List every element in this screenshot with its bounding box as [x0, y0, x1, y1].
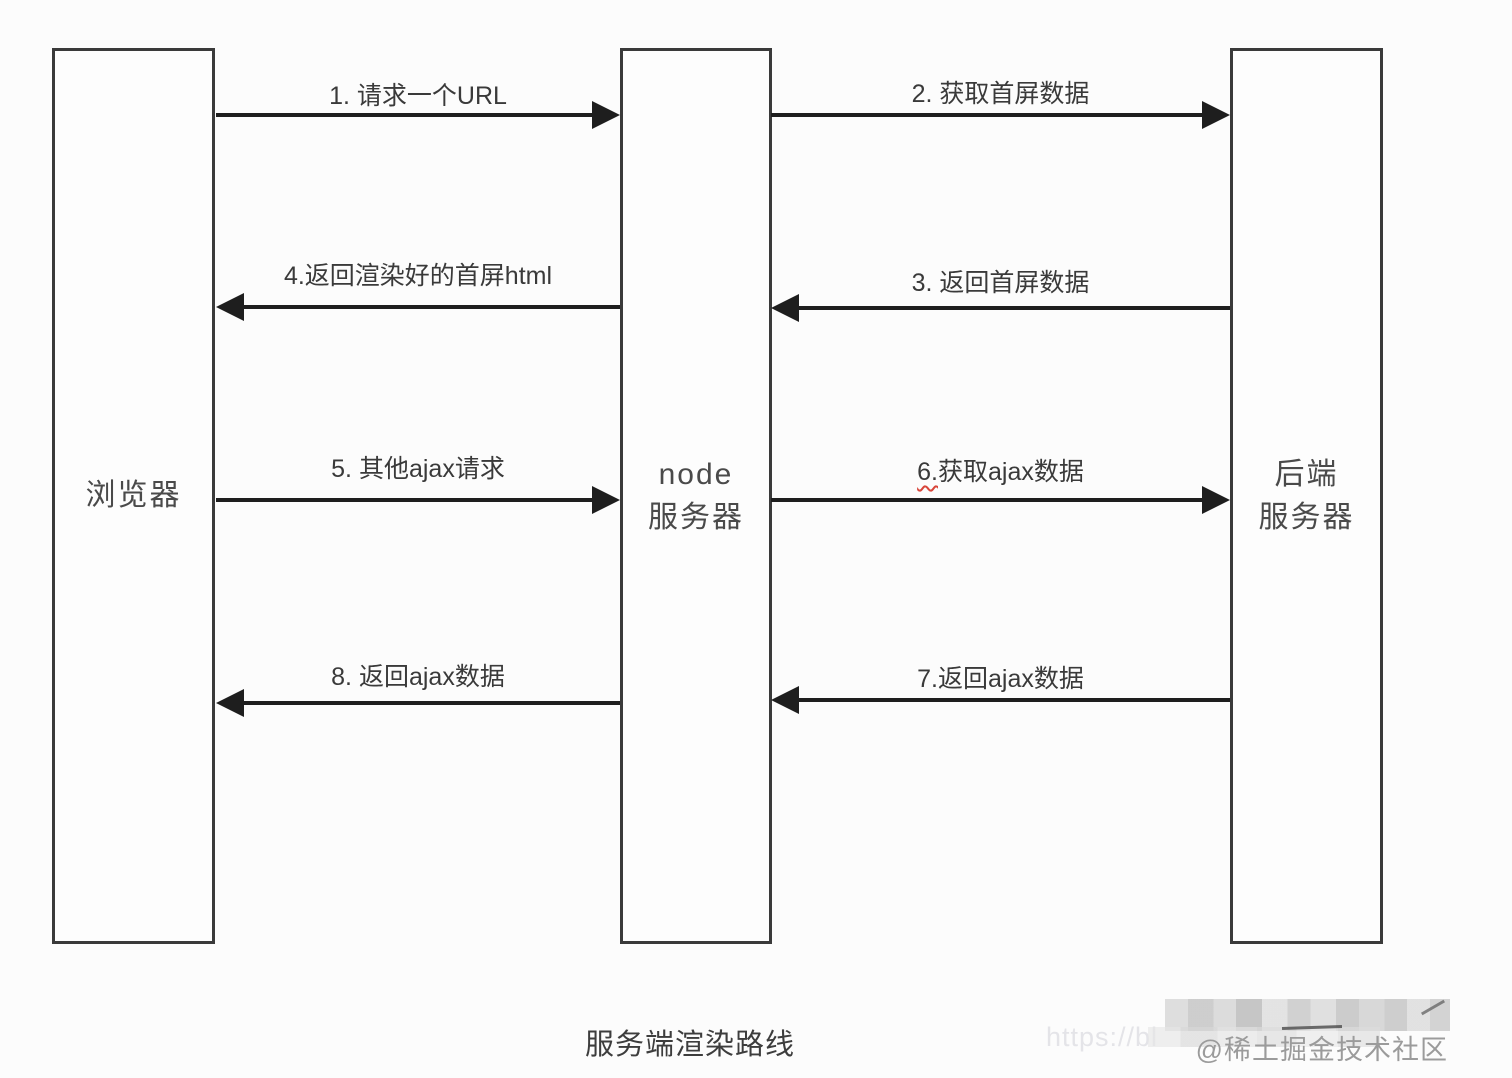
censored-watermark-blur-row2 — [1148, 1027, 1380, 1047]
arrow8-arrowhead-icon — [216, 689, 244, 717]
browser-label: 浏览器 — [85, 479, 182, 513]
arrow6-arrowhead-icon — [1202, 486, 1230, 514]
arrow5-arrowhead-icon — [592, 486, 620, 514]
arrow1-arrowhead-icon — [592, 101, 620, 129]
arrow5-label: 5. 其他ajax请求 — [331, 455, 505, 483]
backend-server-box: 后端 服务器 — [1230, 48, 1383, 944]
arrow7-label: 7.返回ajax数据 — [917, 665, 1084, 693]
arrow6-fetch-ajax-data — [771, 486, 1230, 514]
arrow7-return-ajax-data — [771, 686, 1230, 714]
backend-server-label-line1: 后端 — [1274, 457, 1339, 491]
arrow3-return-first-screen-data — [771, 294, 1230, 322]
arrow8-line — [240, 701, 620, 705]
arrow1-line — [216, 113, 596, 117]
arrow3-line — [795, 306, 1230, 310]
arrow3-label: 3. 返回首屏数据 — [911, 269, 1090, 297]
arrow1-request-url — [216, 101, 620, 129]
node-server-box: node 服务器 — [620, 48, 772, 944]
node-server-label-line1: node — [658, 457, 734, 491]
node-server-label-line2: 服务器 — [648, 501, 744, 534]
arrow5-line — [216, 498, 596, 502]
arrow8-label: 8. 返回ajax数据 — [331, 663, 505, 691]
diagram-caption: 服务端渲染路线 — [584, 1029, 795, 1061]
backend-server-label: 后端 服务器 — [1259, 453, 1355, 540]
browser-box: 浏览器 — [52, 48, 215, 944]
arrow4-line — [240, 305, 620, 309]
arrow6-line — [771, 498, 1206, 502]
faint-url-watermark: https://bl — [1046, 1022, 1159, 1052]
arrow1-label: 1. 请求一个URL — [329, 82, 507, 110]
arrow2-fetch-first-screen-data — [771, 101, 1230, 129]
arrow4-arrowhead-icon — [216, 293, 244, 321]
arrow4-return-rendered-html — [216, 293, 620, 321]
arrow5-other-ajax-request — [216, 486, 620, 514]
arrow4-label: 4.返回渲染好的首屏html — [283, 262, 553, 290]
node-server-label: node 服务器 — [648, 453, 744, 540]
arrow6-label: 6.获取ajax数据 — [771, 452, 1230, 488]
arrow7-arrowhead-icon — [771, 686, 799, 714]
arrow8-return-ajax-data — [216, 689, 620, 717]
juejin-community-watermark: @稀土掘金技术社区 — [1195, 1035, 1448, 1065]
arrow2-arrowhead-icon — [1202, 101, 1230, 129]
arrow6-label-number: 6. — [917, 458, 938, 486]
arrow6-label-text: 获取ajax数据 — [937, 458, 1084, 486]
arrow2-label: 2. 获取首屏数据 — [911, 80, 1090, 108]
arrow2-line — [771, 113, 1206, 117]
arrow7-line — [795, 698, 1230, 702]
arrow3-arrowhead-icon — [771, 294, 799, 322]
backend-server-label-line2: 服务器 — [1258, 501, 1355, 534]
